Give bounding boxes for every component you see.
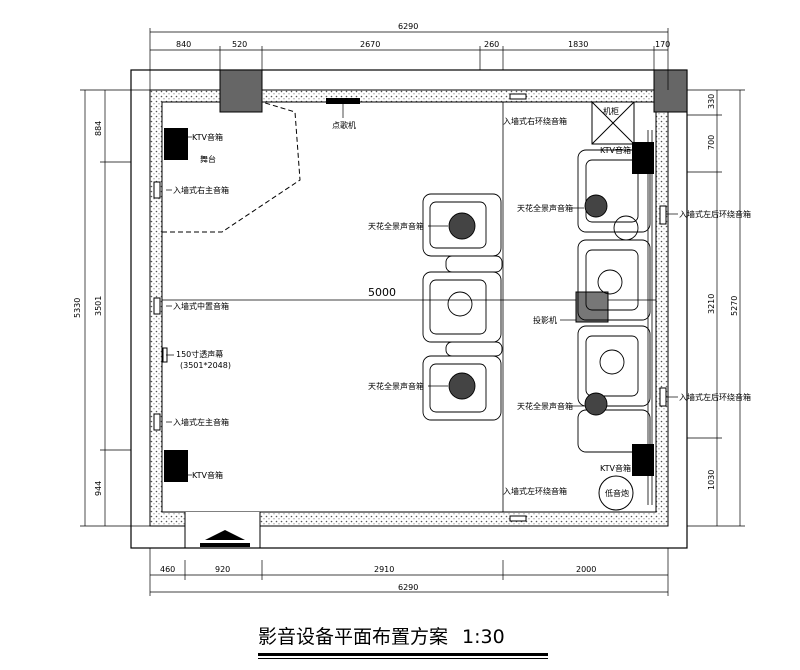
dim-top-2: 520 <box>232 40 247 49</box>
dim-right <box>687 89 745 527</box>
label-ceiling-1: 天花全景声音箱 <box>368 221 424 231</box>
label-left-main: 入墙式左主音箱 <box>173 417 229 427</box>
left-wall-speakers <box>153 181 168 431</box>
label-screen-1: 150寸透声幕 <box>176 349 223 359</box>
label-cabinet: 机柜 <box>603 106 619 116</box>
sofa-group-right <box>577 149 651 453</box>
dim-right-total: 5270 <box>730 296 739 316</box>
outer-wall <box>130 69 688 549</box>
label-ktv-bottom-right: KTV音箱 <box>600 463 631 473</box>
label-left-surround: 入墙式左环绕音箱 <box>503 486 567 496</box>
surround-speaker-bottom <box>509 515 527 522</box>
label-song-machine: 点歌机 <box>332 120 356 130</box>
dim-top-5: 1830 <box>568 40 588 49</box>
stage-outline <box>162 101 301 233</box>
label-ktv-top-left: KTV音箱 <box>192 132 223 142</box>
column-right <box>653 69 688 113</box>
label-ceiling-3: 天花全景声音箱 <box>517 203 573 213</box>
dim-top-total: 6290 <box>398 22 418 31</box>
dim-right-4: 1030 <box>707 470 716 490</box>
label-projector: 投影机 <box>533 315 557 325</box>
dim-top-6: 170 <box>655 40 670 49</box>
dim-right-1: 330 <box>707 94 716 109</box>
ktv-speaker-top-left <box>164 128 188 160</box>
dim-bottom-1: 460 <box>160 565 175 574</box>
label-subwoofer: 低音炮 <box>605 488 629 498</box>
dim-top <box>149 28 669 90</box>
dim-bottom-2: 920 <box>215 565 230 574</box>
label-ceiling-2: 天花全景声音箱 <box>368 381 424 391</box>
dim-left-total: 5330 <box>73 298 82 318</box>
cabinet <box>591 101 635 145</box>
dim-top-1: 840 <box>176 40 191 49</box>
label-screen-2: (3501*2048) <box>180 361 231 370</box>
song-machine <box>326 98 360 104</box>
label-stage: 舞台 <box>200 154 216 164</box>
label-right-surround: 入墙式右环绕音箱 <box>503 116 567 126</box>
drawing-title: 影音设备平面布置方案 <box>258 626 449 648</box>
ktv-speaker-bottom-left <box>164 450 188 482</box>
dim-bottom-3: 2910 <box>374 565 394 574</box>
column-left <box>219 69 263 113</box>
dim-left-1: 884 <box>94 121 103 136</box>
sofa-group-left <box>422 193 503 421</box>
label-right-main: 入墙式右主音箱 <box>173 185 229 195</box>
center-dim: 5000 <box>368 286 396 299</box>
entrance-arrow <box>184 512 261 548</box>
dim-left-2: 3501 <box>94 296 103 316</box>
drawing-caption: 影音设备平面布置方案 1:30 <box>258 622 548 659</box>
label-ceiling-4: 天花全景声音箱 <box>517 401 573 411</box>
subwoofer <box>598 475 634 511</box>
label-left-rear-surround-2: 入墙式左后环绕音箱 <box>679 392 751 402</box>
dim-top-4: 260 <box>484 40 499 49</box>
dim-right-2: 700 <box>707 135 716 150</box>
dim-bottom-4: 2000 <box>576 565 596 574</box>
dim-right-3: 3210 <box>707 294 716 314</box>
ktv-speaker-top-right <box>632 142 654 174</box>
surround-speaker-top <box>509 93 527 100</box>
label-left-rear-surround-1: 入墙式左后环绕音箱 <box>679 209 751 219</box>
ktv-speaker-bottom-right <box>632 444 654 476</box>
dim-left <box>80 89 150 527</box>
dim-left-3: 944 <box>94 481 103 496</box>
label-ktv-top-right: KTV音箱 <box>600 145 631 155</box>
dim-bottom-total: 6290 <box>398 583 418 592</box>
dim-top-3: 2670 <box>360 40 380 49</box>
inner-room <box>161 101 657 513</box>
label-center-speaker: 入墙式中置音箱 <box>173 301 229 311</box>
label-ktv-bottom-left: KTV音箱 <box>192 470 223 480</box>
projector <box>575 291 609 323</box>
leader-lines <box>166 104 678 476</box>
dim-bottom <box>149 548 669 596</box>
drawing-scale: 1:30 <box>462 626 505 648</box>
